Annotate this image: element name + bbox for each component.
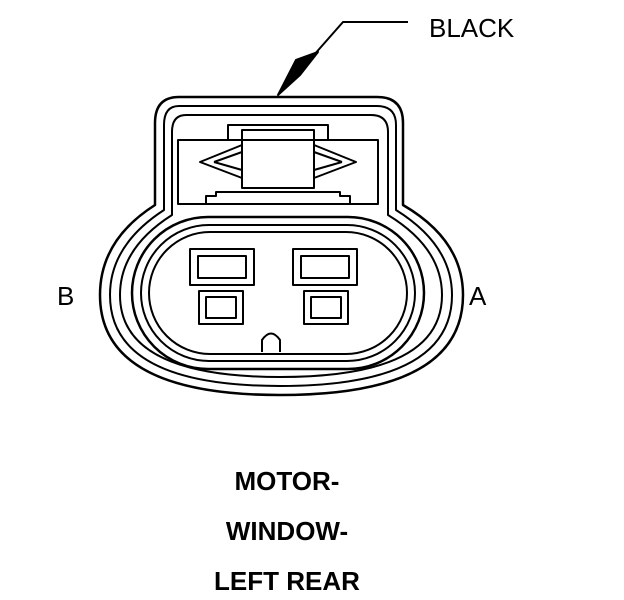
terminal-cavities xyxy=(189,248,358,325)
cavity-a-upper xyxy=(292,248,358,286)
title-line-2: WINDOW- xyxy=(226,516,348,546)
title-line-3: LEFT REAR xyxy=(214,566,360,596)
polarizing-key xyxy=(261,332,281,352)
seal-rings xyxy=(130,215,426,371)
title-line-1: MOTOR- xyxy=(235,466,340,496)
pin-label-b: B xyxy=(57,281,74,311)
cavity-a-lower xyxy=(303,290,349,325)
cavity-b-upper xyxy=(189,248,255,286)
cavity-b-lower xyxy=(198,290,244,325)
pin-label-a: A xyxy=(469,281,487,311)
connector-body xyxy=(98,95,465,397)
color-leader xyxy=(277,21,408,96)
locking-latch xyxy=(177,124,379,205)
color-label: BLACK xyxy=(429,13,515,43)
